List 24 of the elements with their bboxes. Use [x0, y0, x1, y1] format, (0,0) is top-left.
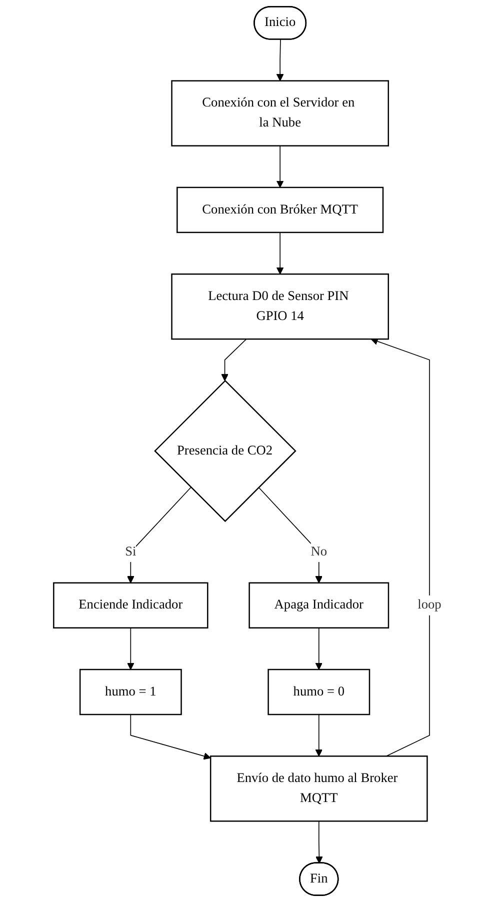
arrow	[315, 627, 323, 670]
arrow	[276, 232, 284, 274]
arrow	[370, 338, 430, 757]
arrow	[126, 486, 192, 584]
node-box: humo = 0	[268, 668, 370, 716]
arrow	[276, 145, 284, 188]
arrow	[316, 820, 323, 864]
arrow	[126, 627, 134, 670]
arrow	[221, 338, 247, 382]
arrow	[276, 39, 284, 82]
arrow	[315, 714, 323, 756]
node-box: Lectura D0 de Sensor PIN GPIO 14	[171, 273, 389, 340]
arrow	[130, 714, 211, 760]
node-diamond: Presencia de CO2	[154, 380, 296, 522]
node-box: humo = 1	[79, 668, 182, 716]
node-box: Enciende Indicador	[53, 582, 208, 628]
edge-label: Si	[125, 544, 136, 559]
node-box: Apaga Indicador	[248, 582, 390, 628]
edge-label: No	[310, 544, 328, 559]
edge-label: loop	[418, 598, 442, 612]
node-box: Envío de dato humo al Broker MQTT	[210, 756, 428, 822]
node-box: Conexión con el Servidor en la Nube	[171, 80, 389, 146]
node-box: Conexión con Bróker MQTT	[176, 186, 384, 234]
arrow	[258, 486, 323, 584]
